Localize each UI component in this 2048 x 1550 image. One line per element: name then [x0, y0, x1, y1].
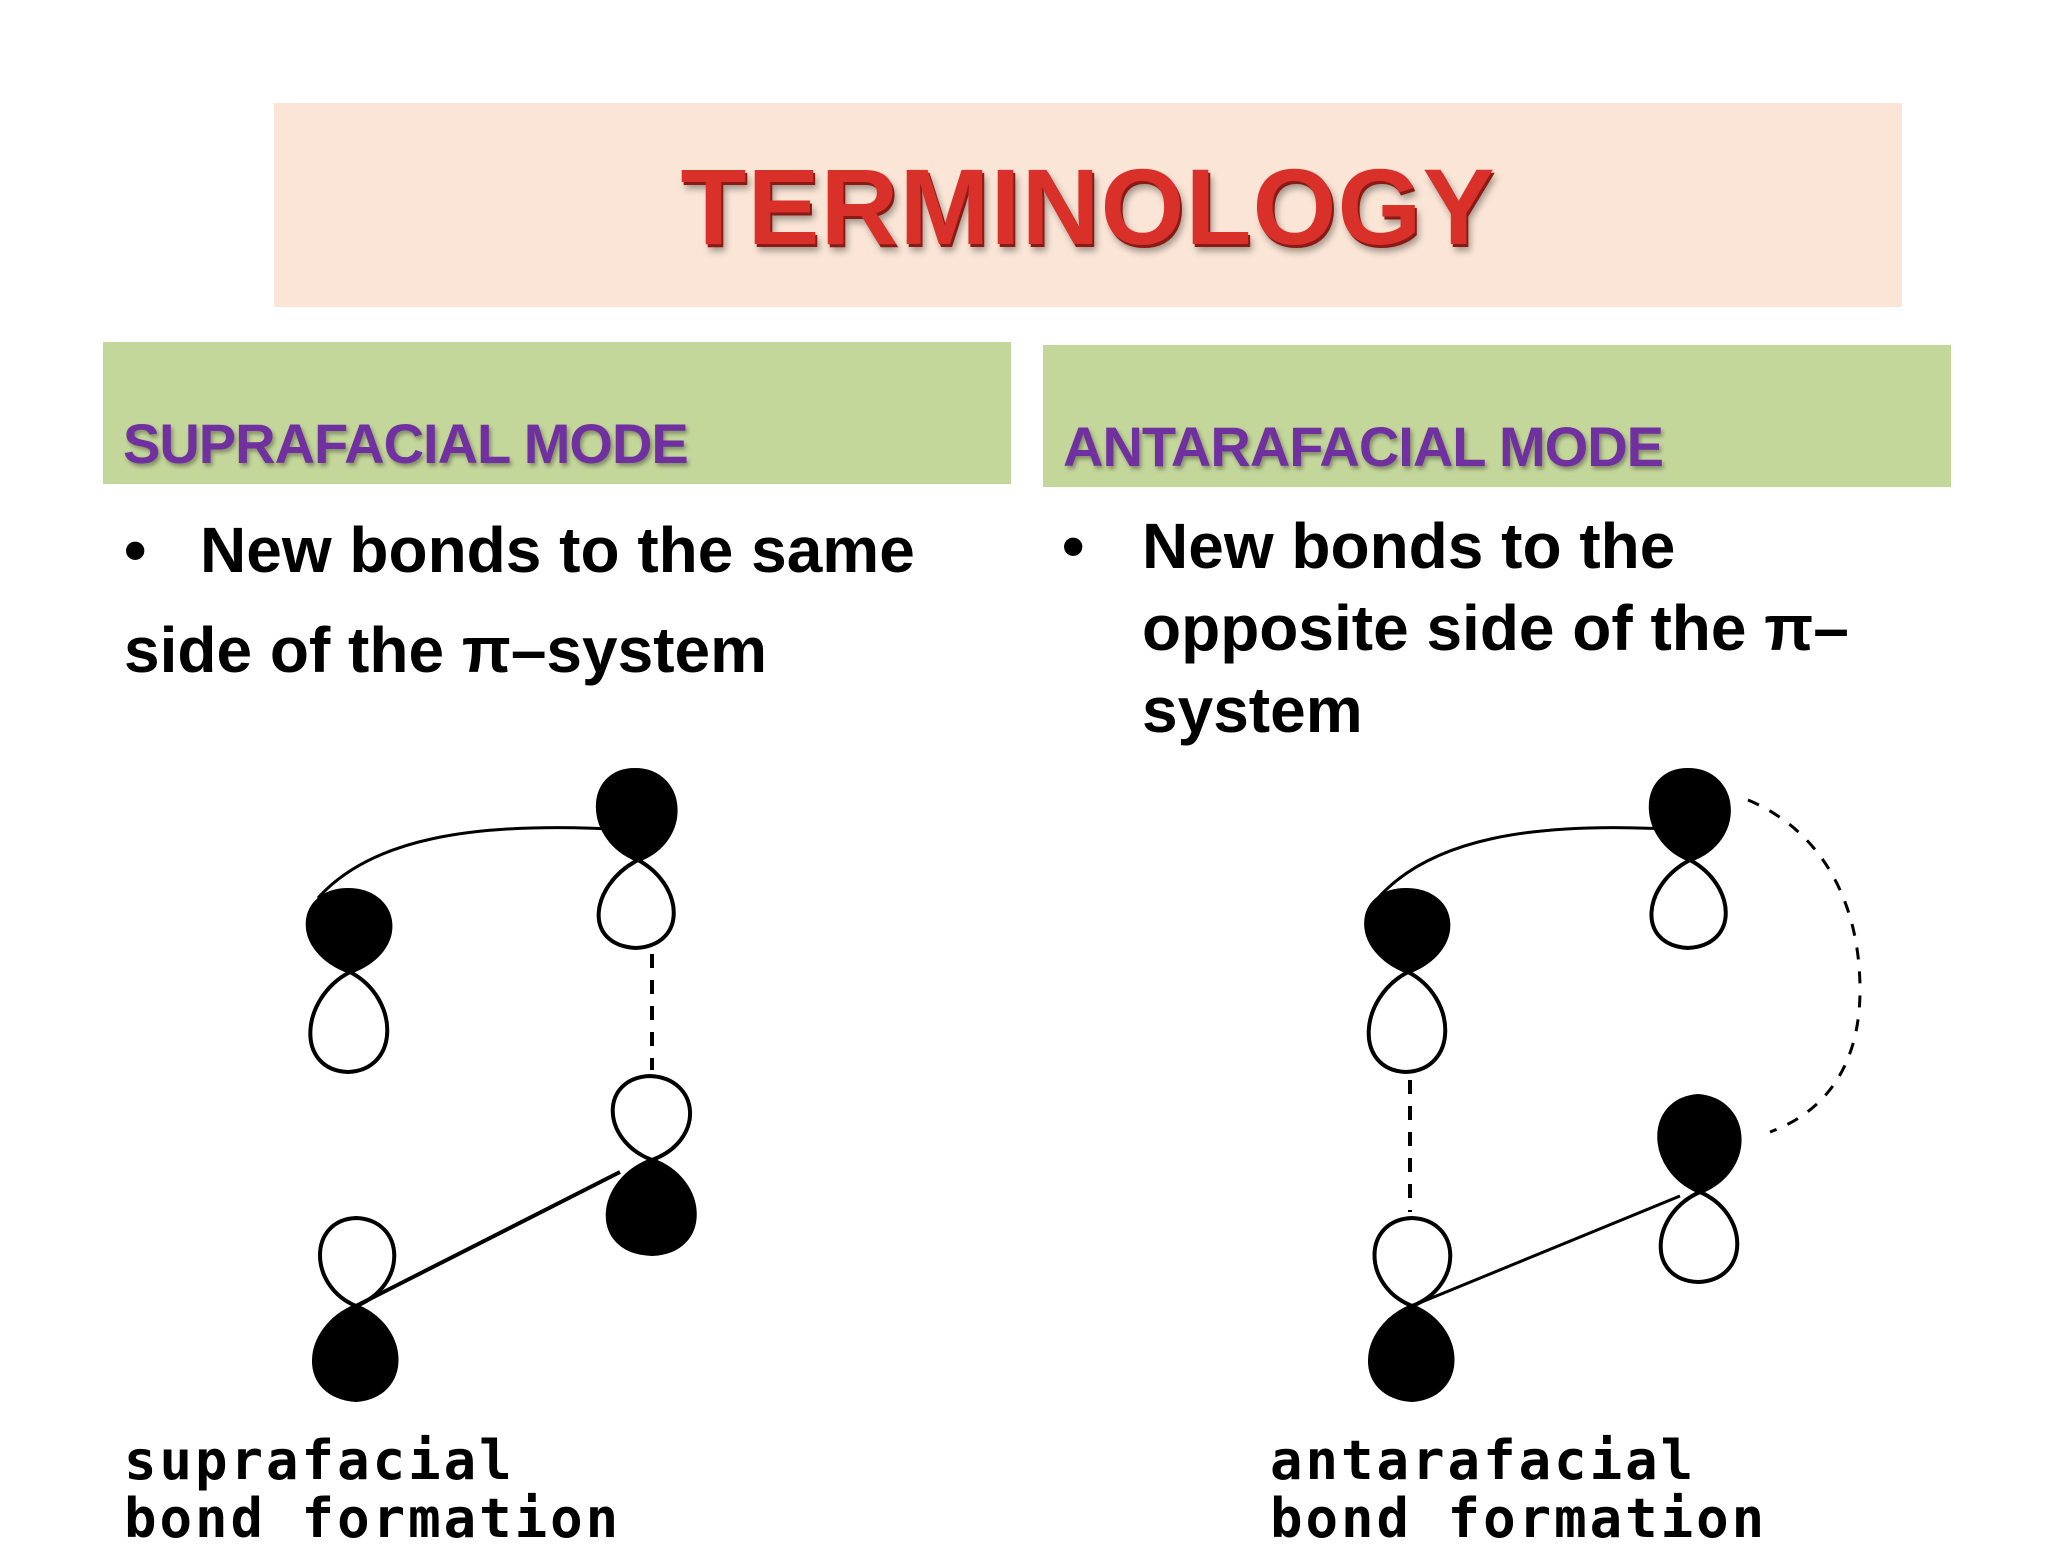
antarafacial-header: ANTARAFACIAL MODE	[1043, 345, 1951, 487]
orbital-lobe-empty	[610, 1073, 692, 1163]
antarafacial-bullet-line3: system	[1142, 674, 1363, 746]
orbital-lobe-filled	[1368, 1303, 1455, 1403]
orbital-lobe-filled	[1657, 1093, 1742, 1195]
antarafacial-bullet-line2: opposite side of the π–	[1142, 592, 1849, 664]
suprafacial-orbital-diagram	[305, 767, 697, 1403]
suprafacial-header: SUPRAFACIAL MODE	[103, 342, 1011, 484]
suprafacial-caption: suprafacial bond formation	[124, 1432, 621, 1548]
sigma-bond-line	[355, 1170, 621, 1308]
orbital-lobe-filled	[1648, 767, 1731, 863]
antarafacial-header-label: ANTARAFACIAL MODE	[1063, 415, 1664, 478]
orbital-lobe-empty	[596, 857, 676, 951]
pi-bond-curve	[316, 826, 631, 900]
suprafacial-bullet-line1: New bonds to the same	[200, 514, 915, 586]
suprafacial-bullet: • New bonds to the same side of the π–sys…	[124, 500, 1024, 700]
orbital-lobe-filled	[305, 887, 393, 975]
suprafacial-header-label: SUPRAFACIAL MODE	[123, 412, 689, 475]
pi-bond-curve	[1376, 826, 1685, 900]
orbital-lobe-empty	[1649, 857, 1728, 951]
slide-title: TERMINOLOGY	[680, 146, 1496, 267]
antarafacial-orbital-diagram	[1364, 767, 1862, 1403]
sigma-bond-line	[1411, 1194, 1681, 1308]
antarafacial-caption-line2: bond formation	[1270, 1487, 1768, 1550]
antarafacial-caption-line1: antarafacial	[1270, 1429, 1697, 1492]
orbital-lobe-filled	[605, 1157, 697, 1257]
bullet-marker: •	[124, 514, 147, 586]
suprafacial-caption-line1: suprafacial	[124, 1429, 515, 1492]
orbital-lobe-empty	[1658, 1189, 1740, 1285]
title-banner: TERMINOLOGY	[274, 103, 1902, 307]
antarafacial-caption: antarafacial bond formation	[1270, 1432, 1767, 1548]
orbital-lobe-empty	[308, 969, 390, 1075]
dashed-bond-curve	[1747, 798, 1862, 1134]
orbital-lobe-empty	[1366, 969, 1448, 1075]
orbital-lobe-filled	[595, 767, 678, 863]
orbital-lobe-filled	[312, 1303, 399, 1403]
orbital-lobe-empty	[318, 1215, 397, 1309]
orbital-lobe-filled	[1364, 887, 1451, 975]
antarafacial-bullet-line1: New bonds to the	[1142, 510, 1676, 582]
suprafacial-bullet-line2: side of the π–system	[124, 614, 767, 686]
suprafacial-caption-line2: bond formation	[124, 1487, 622, 1550]
antarafacial-bullet: • New bonds to the opposite side of the …	[1062, 505, 1942, 751]
bullet-marker: •	[1062, 510, 1085, 582]
orbital-lobe-empty	[1372, 1215, 1453, 1309]
